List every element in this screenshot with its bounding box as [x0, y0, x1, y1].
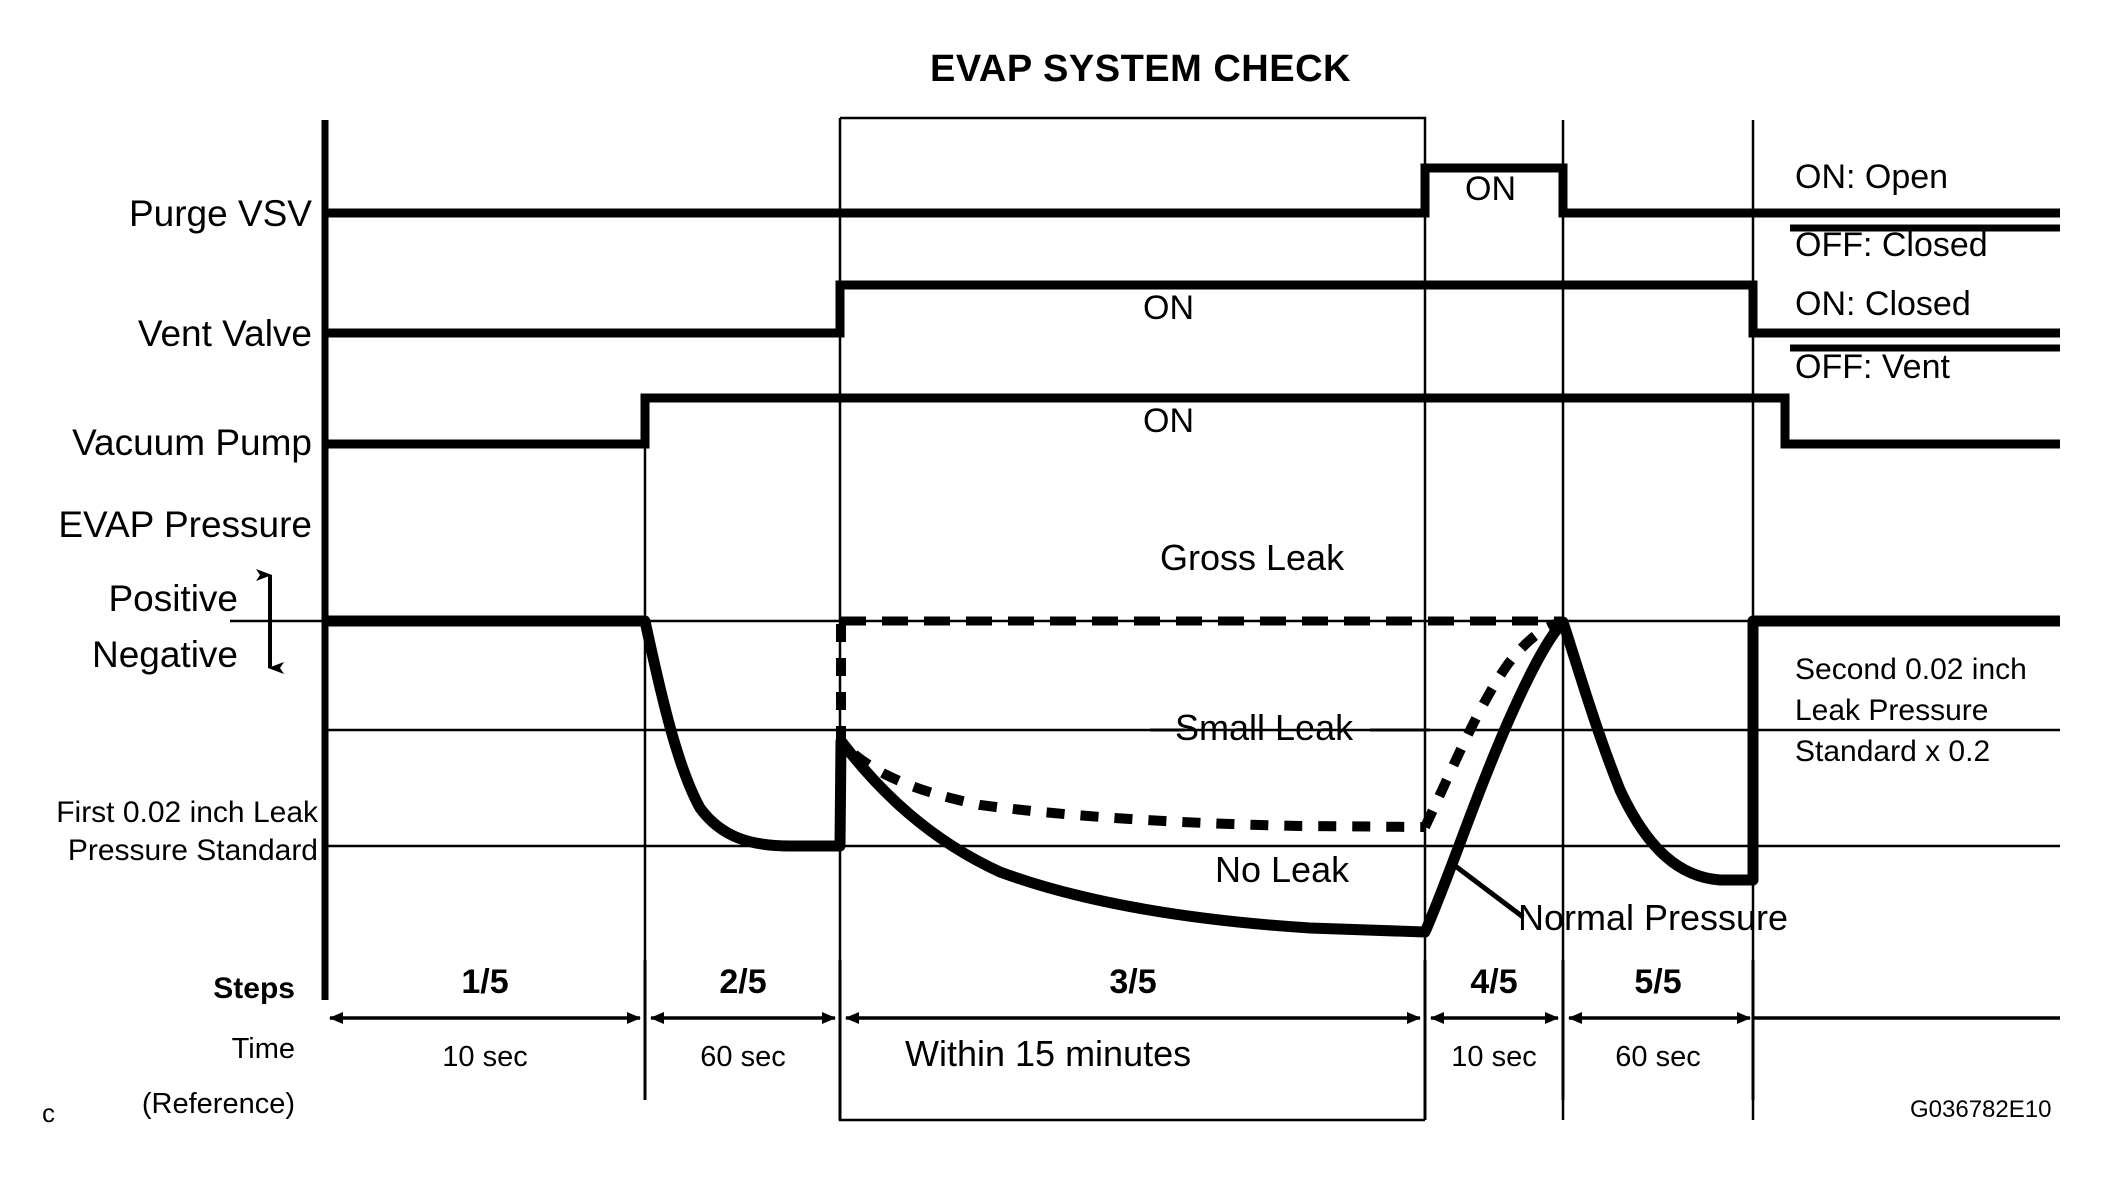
vent-valve-trace [325, 280, 2060, 338]
step-label-4: 4/5 [1470, 963, 1518, 1001]
corner-mark-c: c [42, 1098, 55, 1128]
row-label-purge-vsv: Purge VSV [128, 193, 312, 234]
legend-purge-off: OFF: Closed [1795, 226, 1988, 264]
legend-vent-on: ON: Closed [1795, 285, 1971, 323]
row-label-evap-pressure: EVAP Pressure [58, 504, 312, 545]
legend-vent-off: OFF: Vent [1795, 348, 1950, 386]
step-dividers [643, 960, 1755, 1120]
row-label-vent-valve: Vent Valve [137, 313, 312, 354]
step-label-3: 3/5 [1109, 963, 1157, 1001]
small-leak-recovery-trace [1420, 617, 1564, 830]
gross-leak-label: Gross Leak [1160, 537, 1345, 578]
purge-vsv-on-label: ON [1465, 170, 1516, 208]
step-time-1: 10 sec [442, 1041, 528, 1073]
reference-code: G036782E10 [1910, 1096, 2052, 1123]
no-leak-trace [325, 615, 2060, 938]
reference-header: (Reference) [141, 1088, 295, 1120]
vacuum-pump-on-label: ON [1143, 402, 1194, 440]
step-time-4: 10 sec [1451, 1041, 1537, 1073]
second-leak-standard-line1: Second 0.02 inch [1795, 653, 2027, 686]
steps-header: Steps [213, 972, 295, 1005]
small-leak-trace [836, 624, 1426, 832]
vacuum-pump-trace [325, 393, 2060, 449]
first-leak-standard-line2: Pressure Standard [67, 834, 318, 867]
row-label-positive: Positive [108, 578, 238, 619]
step-time-3: Within 15 minutes [905, 1033, 1192, 1074]
second-leak-standard-line3: Standard x 0.2 [1795, 735, 1991, 768]
step-time-5: 60 sec [1615, 1041, 1701, 1073]
legend-purge-on: ON: Open [1795, 158, 1949, 196]
row-label-vacuum-pump: Vacuum Pump [72, 422, 312, 463]
no-leak-label: No Leak [1215, 849, 1350, 890]
second-leak-standard-line2: Leak Pressure [1795, 694, 1989, 727]
normal-pressure-leader-line [1448, 860, 1525, 919]
step-time-2: 60 sec [700, 1041, 786, 1073]
normal-pressure-label: Normal Pressure [1518, 897, 1789, 938]
time-header: Time [231, 1033, 295, 1065]
small-leak-label: Small Leak [1175, 707, 1354, 748]
step-label-2: 2/5 [719, 963, 767, 1001]
step-label-1: 1/5 [461, 963, 509, 1001]
step-label-5: 5/5 [1634, 963, 1682, 1001]
page-title: EVAP SYSTEM CHECK [930, 48, 1351, 90]
first-leak-standard-line1: First 0.02 inch Leak [56, 796, 318, 829]
vent-valve-on-label: ON [1143, 289, 1194, 327]
row-label-negative: Negative [91, 634, 238, 675]
